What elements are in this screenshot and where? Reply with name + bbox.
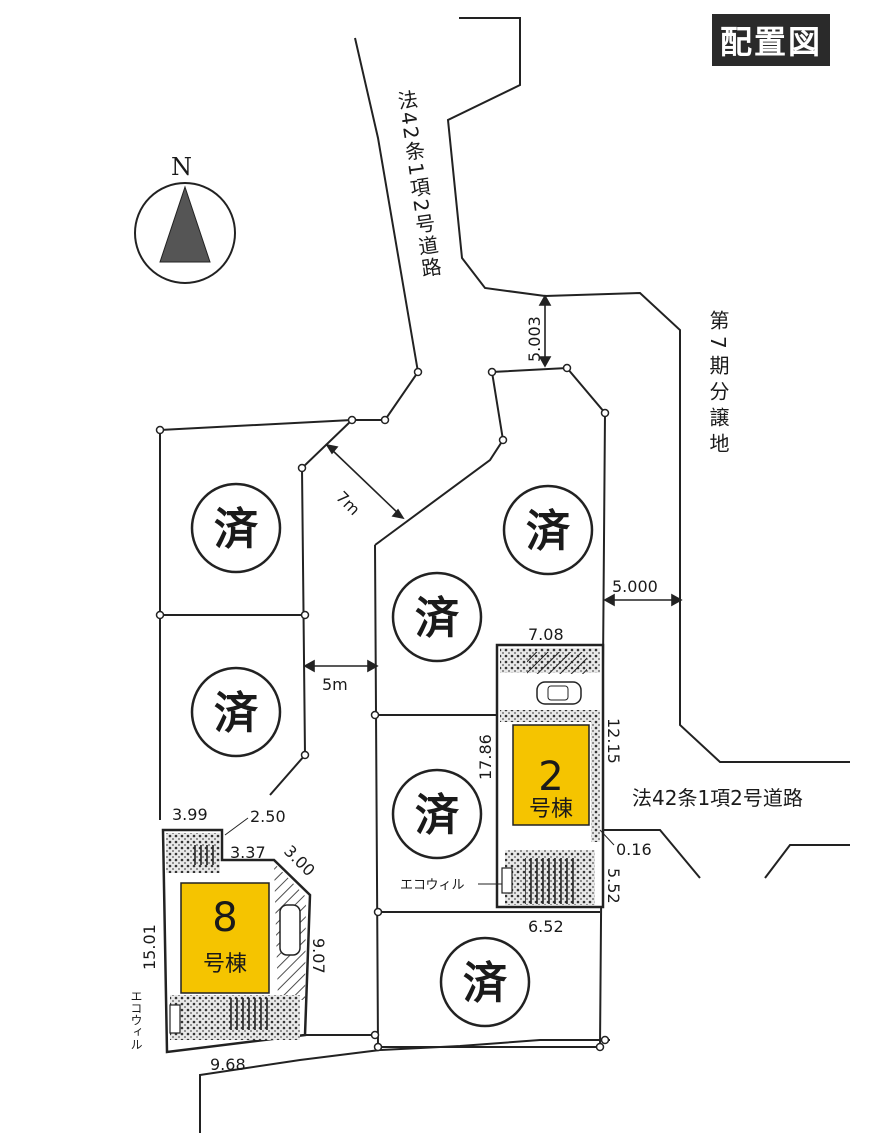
b2-dim-corner: 0.16 — [616, 840, 652, 859]
sold-mark-text: 済 — [415, 593, 460, 644]
b2-dim-left: 17.86 — [476, 734, 495, 780]
road-width-5m: 5m — [322, 675, 348, 694]
b8-dim-right: 9.07 — [309, 938, 328, 974]
sold-mark-6: 済 — [439, 936, 531, 1028]
b8-dim-top: 3.99 — [172, 805, 208, 824]
b2-dim-right: 12.15 — [604, 718, 623, 764]
sold-mark-5: 済 — [391, 768, 483, 860]
sold-mark-text: 済 — [214, 504, 259, 555]
building-2-footprint — [512, 724, 590, 826]
b8-dim-jog: 3.37 — [230, 843, 266, 862]
sold-mark-1: 済 — [190, 482, 282, 574]
adjacent-lot-label: 第7期分譲地 — [706, 310, 730, 459]
b2-dim-right-low: 5.52 — [604, 868, 623, 904]
sold-mark-text: 済 — [526, 506, 571, 557]
b8-dim-jog-top: 2.50 — [250, 807, 286, 826]
north-arrow-icon — [134, 182, 236, 284]
b8-dim-left: 15.01 — [140, 924, 159, 970]
b2-dim-bottom: 6.52 — [528, 917, 564, 936]
building-2-lot[interactable] — [495, 643, 605, 909]
north-road-label: 法42条1項2号道路 — [393, 88, 443, 281]
road-width-5003: 5.003 — [525, 316, 544, 362]
sold-mark-4: 済 — [502, 484, 594, 576]
b8-eco-label: エコウィル — [129, 990, 143, 1050]
east-road-label: 法42条1項2号道路 — [632, 786, 803, 810]
road-width-5000: 5.000 — [612, 577, 658, 596]
building-8-footprint — [180, 882, 270, 994]
building-2-label: 号棟 — [529, 797, 573, 822]
b8-dim-bottom: 9.68 — [210, 1055, 246, 1074]
sold-mark-text: 済 — [463, 958, 508, 1009]
sold-mark-text: 済 — [214, 688, 259, 739]
road-width-markers — [303, 294, 683, 673]
sold-mark-text: 済 — [415, 790, 460, 841]
lot-vertices — [155, 363, 610, 1052]
car-icon — [279, 904, 301, 956]
sold-mark-2: 済 — [190, 666, 282, 758]
building-2-number: 2 — [538, 754, 563, 800]
page-title: 配置図 — [712, 14, 831, 66]
building-8-number: 8 — [212, 895, 237, 941]
building-8-label: 号棟 — [203, 952, 247, 977]
b2-eco-label: エコウィル — [400, 878, 464, 893]
sold-mark-3: 済 — [391, 571, 483, 663]
car-icon — [536, 681, 582, 705]
b2-dim-top: 7.08 — [528, 625, 564, 644]
compass-label: N — [171, 153, 192, 181]
road-outlines — [199, 17, 850, 1133]
road-width-7m: 7m — [332, 487, 364, 519]
building-8-lot[interactable] — [161, 828, 312, 1054]
